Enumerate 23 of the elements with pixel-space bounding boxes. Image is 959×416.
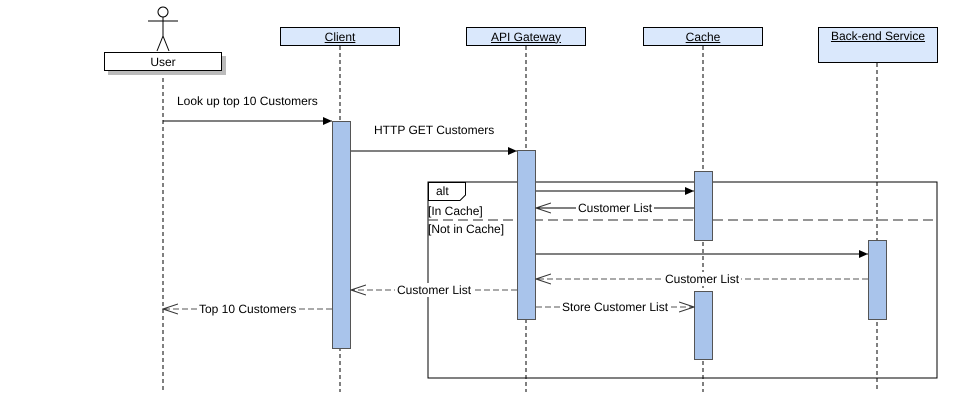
activation-bar xyxy=(694,171,713,241)
message-label: HTTP GET Customers xyxy=(373,123,496,137)
guard-condition: [Not in Cache] xyxy=(428,222,504,236)
activation-bar xyxy=(868,240,887,320)
message-label: Customer List xyxy=(395,283,474,297)
message-label: Look up top 10 Customers xyxy=(176,94,319,108)
lifeline-header: Client xyxy=(280,27,400,46)
message-arrow xyxy=(536,250,868,258)
lifeline-header: Back-end Service xyxy=(818,27,938,63)
message-arrow xyxy=(162,117,332,125)
message-arrow xyxy=(536,187,694,195)
message-label: Customer List xyxy=(663,272,742,286)
message-label: Store Customer List xyxy=(560,300,670,314)
fragment-tag: alt xyxy=(428,182,466,201)
message-arrow xyxy=(350,147,518,155)
message-label: Top 10 Customers xyxy=(197,302,298,316)
message-label: Customer List xyxy=(576,201,654,215)
activation-bar xyxy=(517,150,536,320)
activation-bar xyxy=(332,121,351,349)
guard-condition: [In Cache] xyxy=(428,204,483,218)
lifeline-header: Cache xyxy=(643,27,763,46)
lifeline-header: API Gateway xyxy=(466,27,586,46)
activation-bar xyxy=(694,291,713,360)
